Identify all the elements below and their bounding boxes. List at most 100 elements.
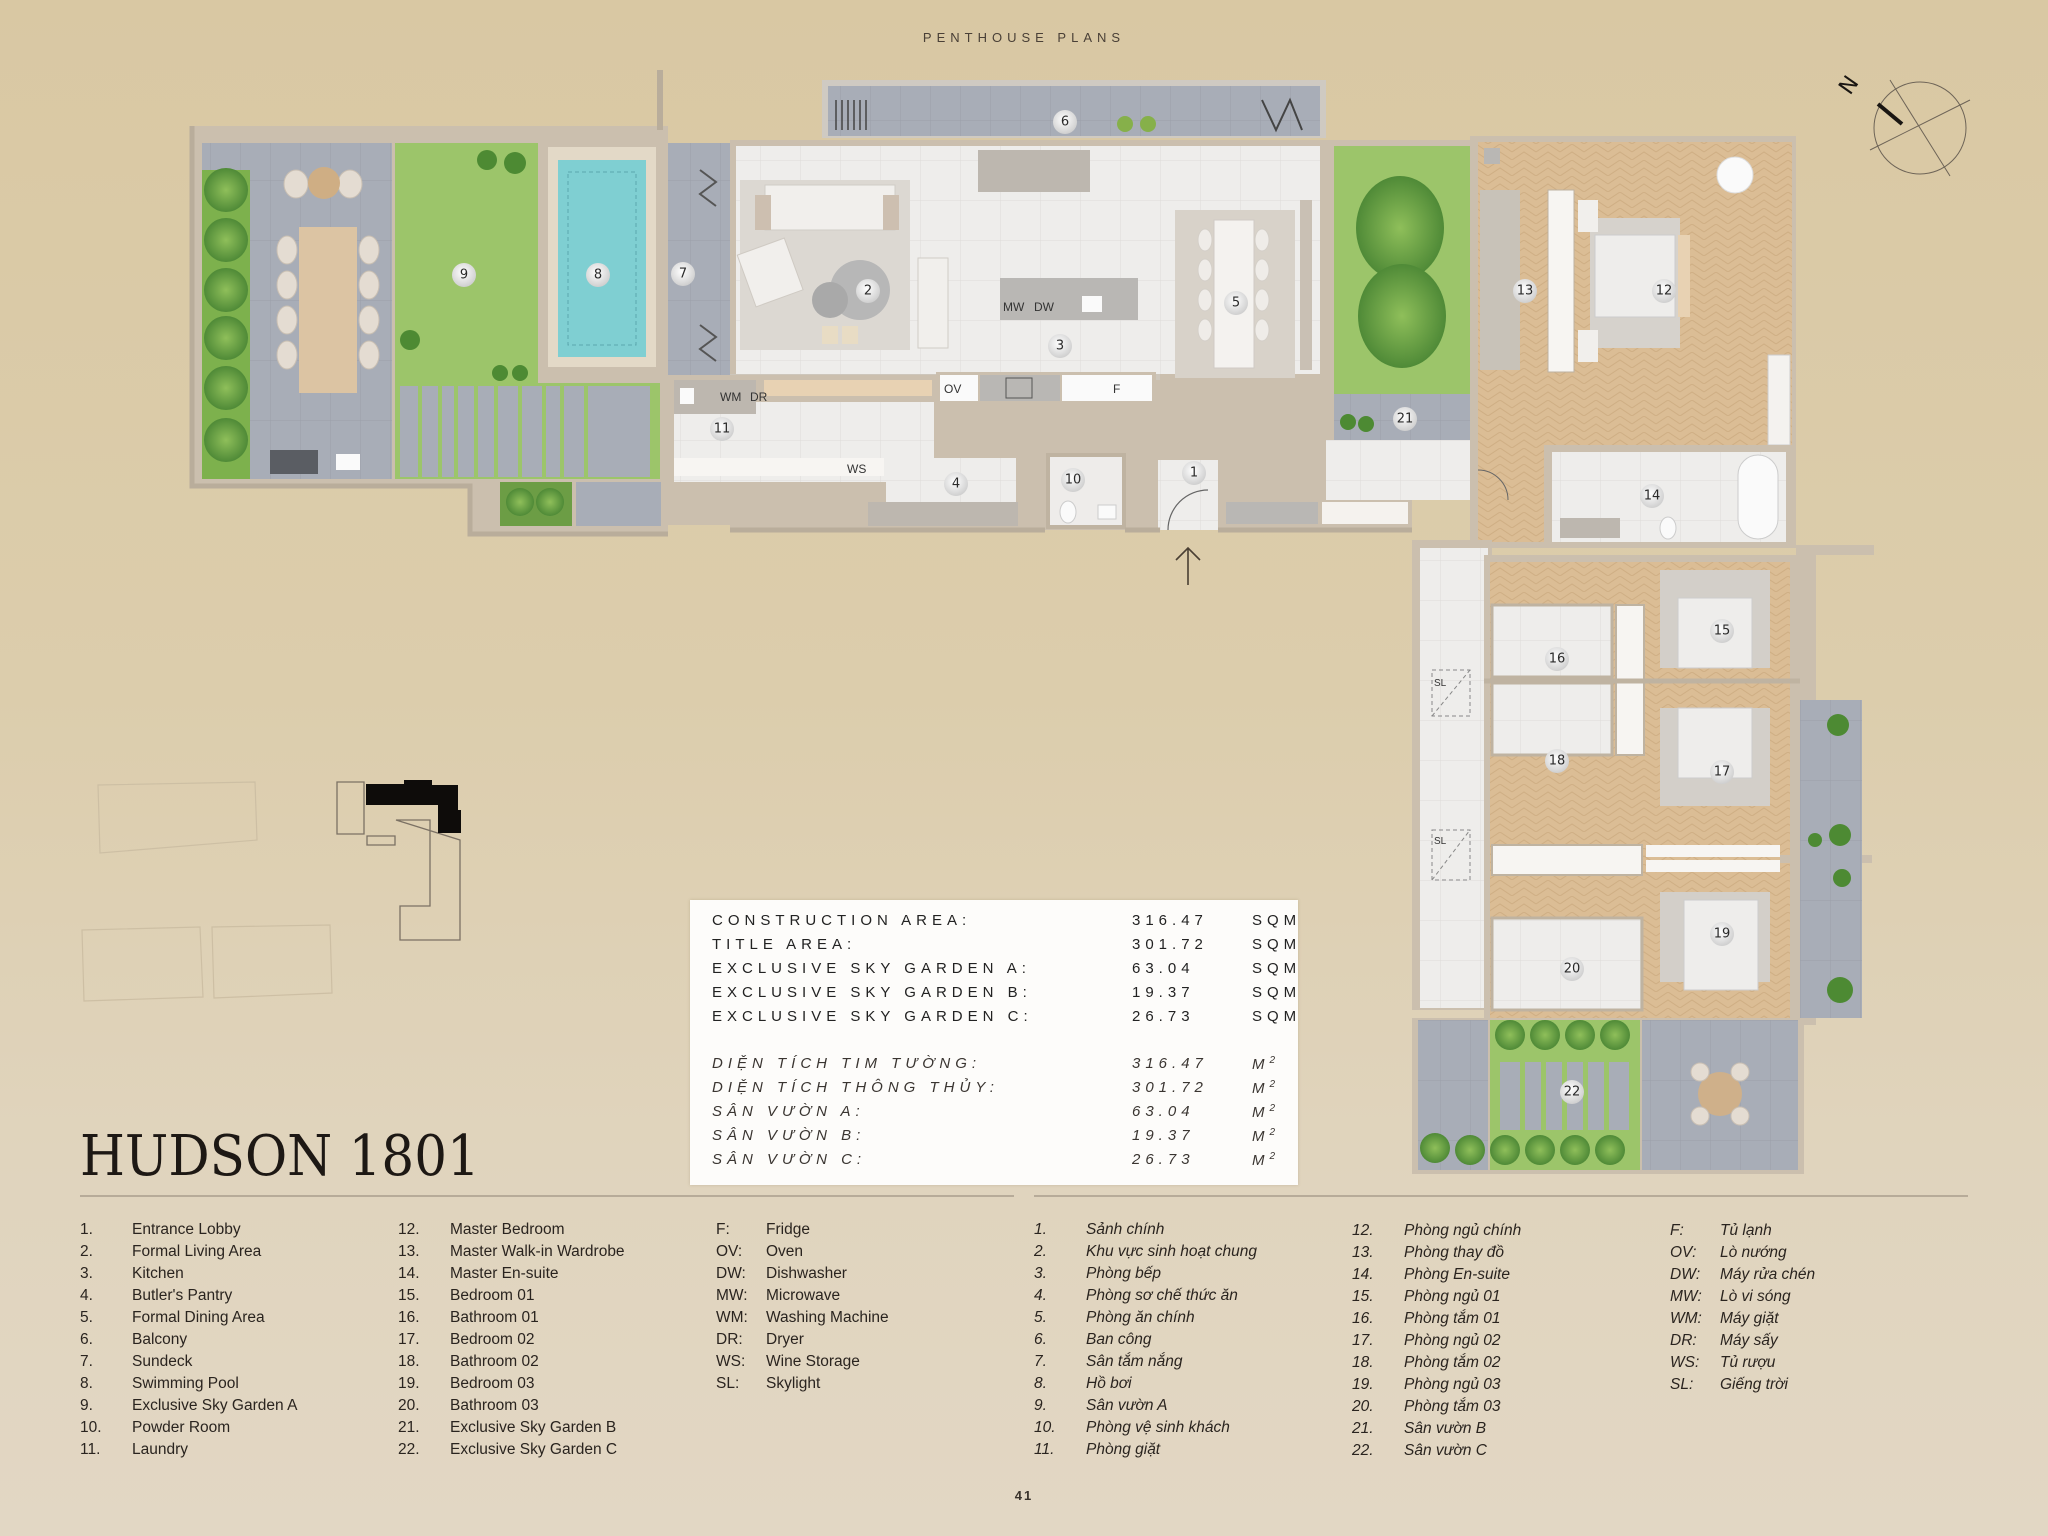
legend-item: MW:Microwave	[716, 1285, 996, 1307]
legend-key: SL:	[716, 1375, 740, 1392]
legend-key: 1.	[80, 1221, 93, 1238]
svg-text:6: 6	[1061, 115, 1069, 130]
legend-key: DW:	[716, 1265, 746, 1282]
legend-value: Phòng ngủ 01	[1404, 1288, 1501, 1305]
compass-north-label: N	[1834, 72, 1864, 100]
legend-value: Sân tắm nắng	[1086, 1353, 1183, 1370]
legend-value: Sân vườn A	[1086, 1397, 1168, 1414]
legend-key: 10.	[80, 1419, 102, 1436]
label-dr: DR	[750, 390, 768, 404]
legend-item: 18.Phòng tắm 02	[1352, 1352, 1652, 1374]
legend-key: 6.	[1034, 1331, 1047, 1348]
legend-value: Phòng ăn chính	[1086, 1309, 1195, 1326]
badge-4: 4	[944, 472, 968, 496]
legend-item: 18.Bathroom 02	[398, 1351, 698, 1373]
legend-item: 15.Bedroom 01	[398, 1285, 698, 1307]
legend-value: Phòng tắm 02	[1404, 1354, 1501, 1371]
legend-key: 1.	[1034, 1221, 1047, 1238]
legend-item: 14.Master En-suite	[398, 1263, 698, 1285]
legend-value: Phòng thay đồ	[1404, 1244, 1504, 1261]
legend-value: Dishwasher	[766, 1265, 847, 1282]
legend-key: 8.	[80, 1375, 93, 1392]
svg-text:4: 4	[952, 477, 960, 492]
badge-3: 3	[1048, 334, 1072, 358]
legend-key: 16.	[398, 1309, 420, 1326]
legend-value: Ban công	[1086, 1331, 1152, 1348]
badge-15: 15	[1710, 619, 1734, 643]
legend-value: Exclusive Sky Garden A	[132, 1397, 298, 1414]
legend-key: MW:	[716, 1287, 748, 1304]
legend-key: 2.	[80, 1243, 93, 1260]
legend-value: Oven	[766, 1243, 804, 1260]
key-plan	[81, 781, 333, 1002]
area-row-vn-garden-c: SÂN VƯỜN C: 26.73 M2	[712, 1151, 1276, 1169]
legend-item: 4.Butler's Pantry	[80, 1285, 380, 1307]
legend-value: Wine Storage	[766, 1353, 860, 1370]
legend-key: 7.	[1034, 1353, 1047, 1370]
legend-item: 5.Formal Dining Area	[80, 1307, 380, 1329]
legend-value: Fridge	[766, 1221, 810, 1238]
legend-value: Phòng En-suite	[1404, 1266, 1510, 1283]
legend-value: Máy sấy	[1720, 1332, 1778, 1349]
legend-key: 3.	[1034, 1265, 1047, 1282]
legend-key: 22.	[1352, 1442, 1374, 1459]
legend-key: 8.	[1034, 1375, 1047, 1392]
kitchen-island	[1000, 278, 1138, 320]
legend-key: 21.	[398, 1419, 420, 1436]
svg-text:5: 5	[1232, 296, 1240, 311]
area-row-vn-title: DIỆN TÍCH THÔNG THỦY: 301.72 M2	[712, 1079, 1276, 1097]
label-dw: DW	[1034, 300, 1055, 314]
badge-6: 6	[1053, 110, 1077, 134]
north-compass-icon: N	[1834, 72, 1971, 177]
label-sl-1: SL	[1434, 678, 1447, 689]
legend-value: Bathroom 03	[450, 1397, 539, 1414]
legend-value: Lò nướng	[1720, 1244, 1787, 1261]
master-suite	[1470, 136, 1874, 555]
legend-key: 16.	[1352, 1310, 1374, 1327]
legend-value: Phòng ngủ chính	[1404, 1222, 1522, 1239]
legend-value: Bedroom 01	[450, 1287, 535, 1304]
hedge-shrubs	[204, 168, 248, 462]
svg-text:9: 9	[460, 268, 468, 283]
legend-item: 5.Phòng ăn chính	[1034, 1307, 1334, 1329]
legend-item: 11.Laundry	[80, 1439, 380, 1461]
svg-text:17: 17	[1714, 765, 1731, 780]
legend-key: 12.	[1352, 1222, 1374, 1239]
legend-item: 15.Phòng ngủ 01	[1352, 1286, 1652, 1308]
legend-item: 12. Master Bedroom	[398, 1219, 698, 1241]
legend-item: 9.Exclusive Sky Garden A	[80, 1395, 380, 1417]
label-mw: MW	[1003, 300, 1025, 314]
legend-value: Sảnh chính	[1086, 1221, 1165, 1238]
legend-value: Master Bedroom	[450, 1221, 565, 1238]
area-row-vn-garden-a: SÂN VƯỜN A: 63.04 M2	[712, 1103, 1276, 1121]
svg-text:7: 7	[679, 267, 687, 282]
legend-key: 21.	[1352, 1420, 1374, 1437]
area-row-construction: CONSTRUCTION AREA: 316.47 SQM	[712, 912, 1302, 929]
legend-item: 22.Exclusive Sky Garden C	[398, 1439, 698, 1461]
legend-item: 1.Entrance Lobby	[80, 1219, 380, 1241]
legend-key: 12.	[398, 1221, 420, 1238]
legend-item: 16.Bathroom 01	[398, 1307, 698, 1329]
legend-value: Giếng trời	[1720, 1376, 1788, 1393]
legend-value: Khu vực sinh hoạt chung	[1086, 1243, 1257, 1260]
legend-item: 4.Phòng sơ chế thức ăn	[1034, 1285, 1334, 1307]
legend-item: 1. Sảnh chính	[1034, 1219, 1334, 1241]
legend-item: 3.Kitchen	[80, 1263, 380, 1285]
unit-title: HUDSON 1801	[80, 1124, 480, 1189]
appliance-labels: MW DW OV F WM DR WS SL SL	[720, 300, 1447, 847]
badge-20: 20	[1560, 957, 1584, 981]
garden-c	[1412, 1018, 1804, 1174]
legend-value: Skylight	[766, 1375, 821, 1392]
swimming-pool	[558, 160, 646, 357]
legend-item: 21.Sân vườn B	[1352, 1418, 1652, 1440]
legend-value: Phòng vệ sinh khách	[1086, 1419, 1230, 1436]
page-header-title: PENTHOUSE PLANS	[922, 30, 1126, 45]
legend-value: Phòng tắm 03	[1404, 1398, 1501, 1415]
area-summary-table: CONSTRUCTION AREA: 316.47 SQM TITLE AREA…	[690, 900, 1298, 1185]
legend-item: WS:Wine Storage	[716, 1351, 996, 1373]
